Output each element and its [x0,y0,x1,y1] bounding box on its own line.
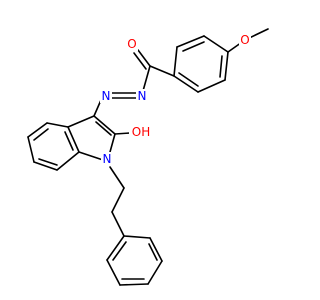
ring-nitrogen-label: N [103,152,112,166]
bond-n-c3 [93,99,102,117]
bond-ring3-inner-3 [112,241,127,261]
hydrazone-n2-bg [100,89,112,103]
bond-c2-n1 [109,133,116,153]
hydrazone-n2-label: N [102,89,111,103]
bond-carbonyl-n [142,65,151,92]
bond-benzo-c [27,136,35,163]
structure-canvas: O O N N N OH [27,28,269,286]
bond-ring1-d [173,75,199,93]
bond-ring-carbonyl [149,65,175,77]
bond-benzo-e [56,151,80,171]
bond-c3-c2 [93,115,116,135]
bond-ring3-d [119,283,149,286]
ring-nitrogen-bg [101,152,113,166]
bond-c3-c2-inner [95,121,112,136]
bond-ring1-f [224,51,229,81]
bond-n1-c7a [78,151,104,161]
bond-c7a-c3a [67,126,80,153]
bond-benzo-inner-2 [38,158,58,166]
methoxy-oxygen-label: O [240,33,249,47]
bond-ring3-c [147,260,163,285]
bond-ch2-ch2 [111,187,125,213]
carbonyl-oxygen-bg [126,37,138,51]
methoxy-oxygen-bg [239,33,251,47]
bond-c2-oh [114,132,131,135]
bond-benzo-inner-1 [33,128,49,141]
bond-ring1-a [203,35,229,53]
bond-ring1-e [197,79,226,93]
carbonyl-oxygen-label: O [127,37,136,51]
hydroxyl-label: OH [132,125,150,139]
bond-ring1-b [176,35,205,48]
bond-c3a-c3 [67,115,95,128]
bond-n1-ch2-a [109,166,125,189]
bond-ring1-inner-1 [182,41,205,52]
bond-ch2-phenyl [111,211,125,237]
bond-ring1-inner-3 [219,55,223,78]
bond-ring3-b [149,237,163,262]
bond-carbonyl-o-2 [133,52,147,70]
molecule-drawing: O O N N N OH [27,28,269,286]
hydroxyl-bg [129,125,151,139]
bond-benzo-b [27,122,48,138]
hydrazone-n1-label: N [138,89,147,103]
bond-ring3-e [106,259,121,286]
bond-benzo-d [33,161,58,171]
bond-carbonyl-o-1 [137,49,151,67]
bond-ring3-a [123,235,151,239]
bond-ring3-inner-1 [148,243,158,261]
bond-ring1-c [173,46,178,77]
hydrazone-n1-bg [136,89,148,103]
bond-ring1-inner-2 [178,72,199,87]
bond-benzo-inner-3 [64,131,74,151]
bond-benzo-a [46,122,69,128]
bond-ring3-f [106,235,125,261]
